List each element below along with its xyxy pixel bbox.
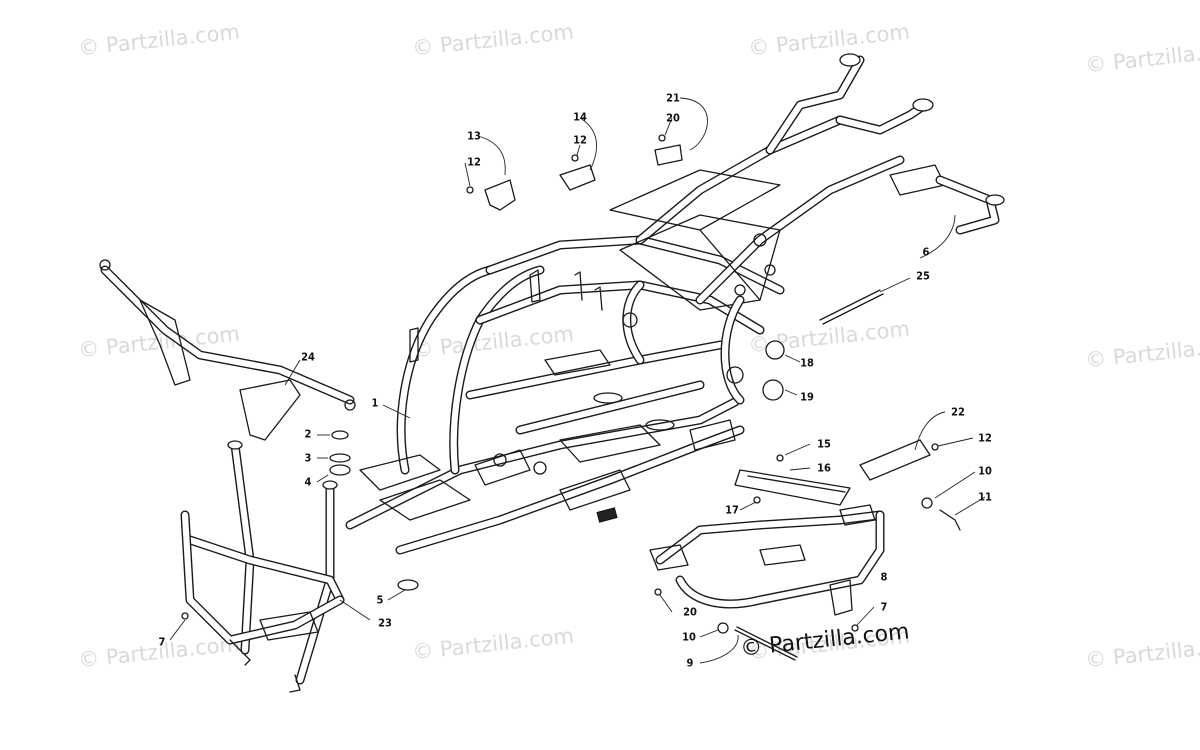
callout-1: 1 [371, 396, 379, 410]
footrest-assembly [649, 469, 885, 609]
main-frame [345, 53, 934, 555]
strap [819, 289, 881, 321]
callout-21: 21 [666, 91, 680, 105]
callout-7: 7 [158, 635, 166, 649]
callout-25: 25 [916, 269, 930, 283]
callout-13: 13 [467, 129, 481, 143]
callout-6: 6 [922, 245, 930, 259]
callout-5: 5 [376, 593, 384, 607]
callout-12: 12 [467, 155, 481, 169]
front-rack-bracket [99, 259, 356, 441]
callout-20: 20 [683, 605, 697, 619]
callout-12: 12 [978, 431, 992, 445]
callout-14: 14 [573, 110, 587, 124]
front-bumper [180, 440, 345, 693]
callout-2: 2 [304, 427, 312, 441]
callout-11: 11 [978, 490, 992, 504]
callout-7: 7 [880, 600, 888, 614]
callout-10: 10 [682, 630, 696, 644]
callout-18: 18 [800, 356, 814, 370]
callout-3: 3 [304, 451, 312, 465]
callout-16: 16 [817, 461, 831, 475]
callout-10: 10 [978, 464, 992, 478]
callout-23: 23 [378, 616, 392, 630]
callout-9: 9 [686, 656, 694, 670]
callout-24: 24 [301, 350, 315, 364]
rear-bracket [889, 164, 1005, 235]
small-parts [181, 134, 961, 661]
callout-12: 12 [573, 133, 587, 147]
callout-17: 17 [725, 503, 739, 517]
callout-22: 22 [951, 405, 965, 419]
callout-4: 4 [304, 475, 312, 489]
callout-19: 19 [800, 390, 814, 404]
leader-lines [169, 97, 986, 664]
callout-20: 20 [666, 111, 680, 125]
callout-8: 8 [880, 570, 888, 584]
callout-15: 15 [817, 437, 831, 451]
